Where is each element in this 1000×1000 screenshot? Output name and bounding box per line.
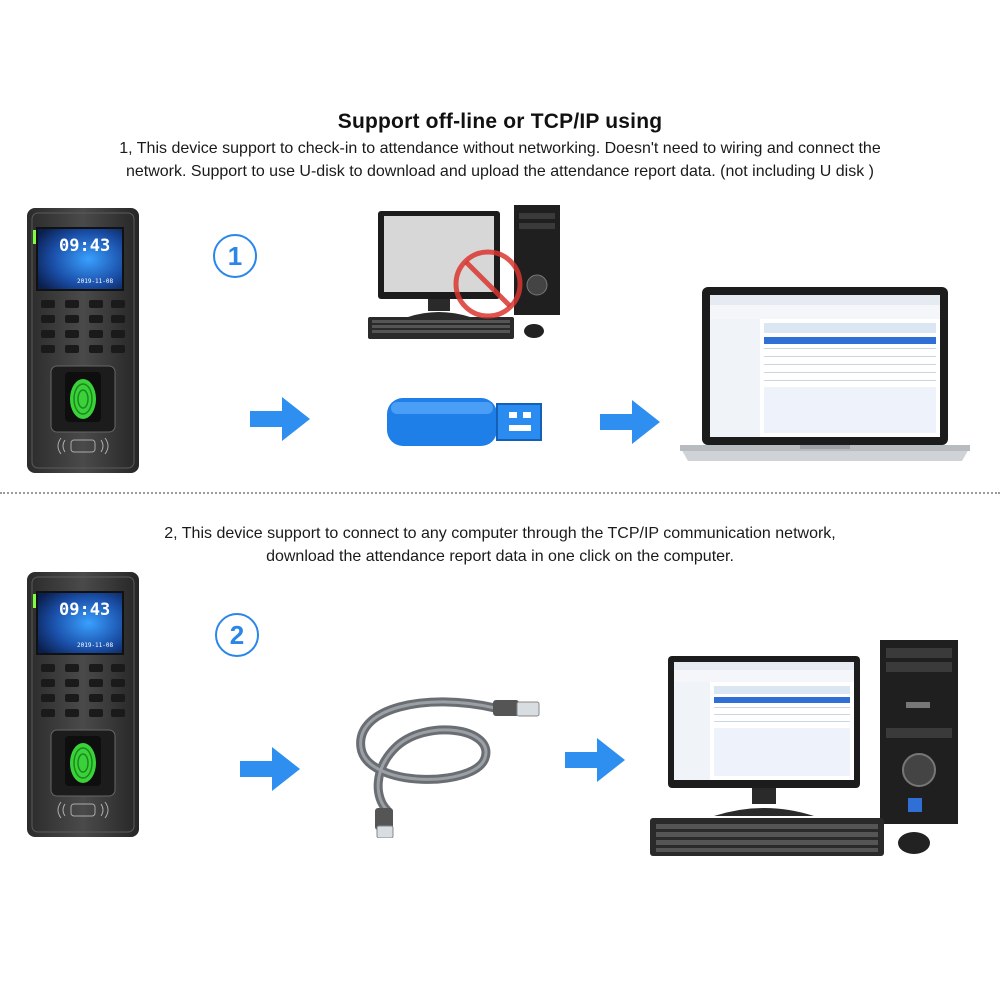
device-date: 2019-11-08 xyxy=(77,642,114,649)
section-2-line-2: download the attendance report data in o… xyxy=(266,548,734,565)
attendance-device-1: 09:43 2019-11-08 xyxy=(27,208,139,473)
section-2-description: 2, This device support to connect to any… xyxy=(60,522,940,568)
section-1-description: 1, This device support to check-in to at… xyxy=(40,137,960,183)
key-grid xyxy=(41,664,125,717)
laptop-computer xyxy=(680,287,970,467)
step-number-1-badge: 1 xyxy=(213,234,257,278)
section-1-line-1: 1, This device support to check-in to at… xyxy=(119,140,881,157)
key-grid xyxy=(41,300,125,353)
blue-arrow-icon xyxy=(250,397,310,441)
ethernet-cable-icon xyxy=(345,688,555,838)
page-title: Support off-line or TCP/IP using xyxy=(337,110,663,133)
blue-arrow-icon xyxy=(600,400,660,444)
device-clock: 09:43 xyxy=(59,236,111,256)
blue-arrow-icon xyxy=(240,747,300,791)
attendance-device-2: 09:43 2019-11-08 xyxy=(27,572,139,837)
section-divider xyxy=(0,492,1000,494)
section-2-line-1: 2, This device support to connect to any… xyxy=(164,525,836,542)
step-number-2-badge: 2 xyxy=(215,613,259,657)
desktop-computer-networked xyxy=(648,638,968,860)
desktop-computer-offline xyxy=(364,203,564,343)
device-date: 2019-11-08 xyxy=(77,278,114,285)
device-clock: 09:43 xyxy=(59,600,111,620)
prohibited-icon xyxy=(450,246,526,322)
section-1-line-2: network. Support to use U-disk to downlo… xyxy=(125,163,874,180)
blue-arrow-icon xyxy=(565,738,625,782)
usb-stick-icon xyxy=(387,392,547,452)
